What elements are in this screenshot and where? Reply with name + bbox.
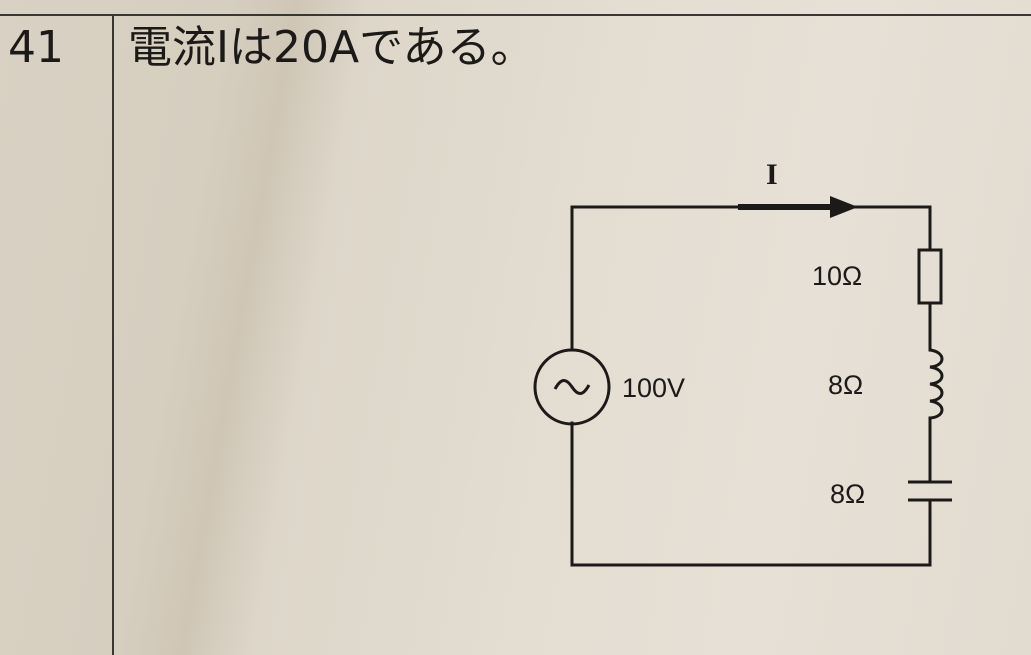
inductor-label: 8Ω	[828, 370, 863, 400]
current-arrow	[738, 196, 858, 218]
question-number: 41	[8, 22, 64, 73]
ac-source-circle	[533, 348, 611, 426]
question-statement: 電流Iは20Aである。	[128, 22, 535, 73]
column-rule-line	[112, 14, 114, 655]
sine-wave-icon	[553, 379, 591, 395]
inductor-symbol	[929, 348, 944, 420]
resistor-symbol	[917, 248, 943, 305]
current-label: I	[766, 158, 778, 191]
source-voltage-label: 100V	[622, 373, 685, 403]
top-rule-line	[0, 14, 1031, 16]
capacitor-symbol	[908, 480, 952, 502]
capacitor-label: 8Ω	[830, 479, 865, 509]
resistor-label: 10Ω	[812, 261, 862, 291]
